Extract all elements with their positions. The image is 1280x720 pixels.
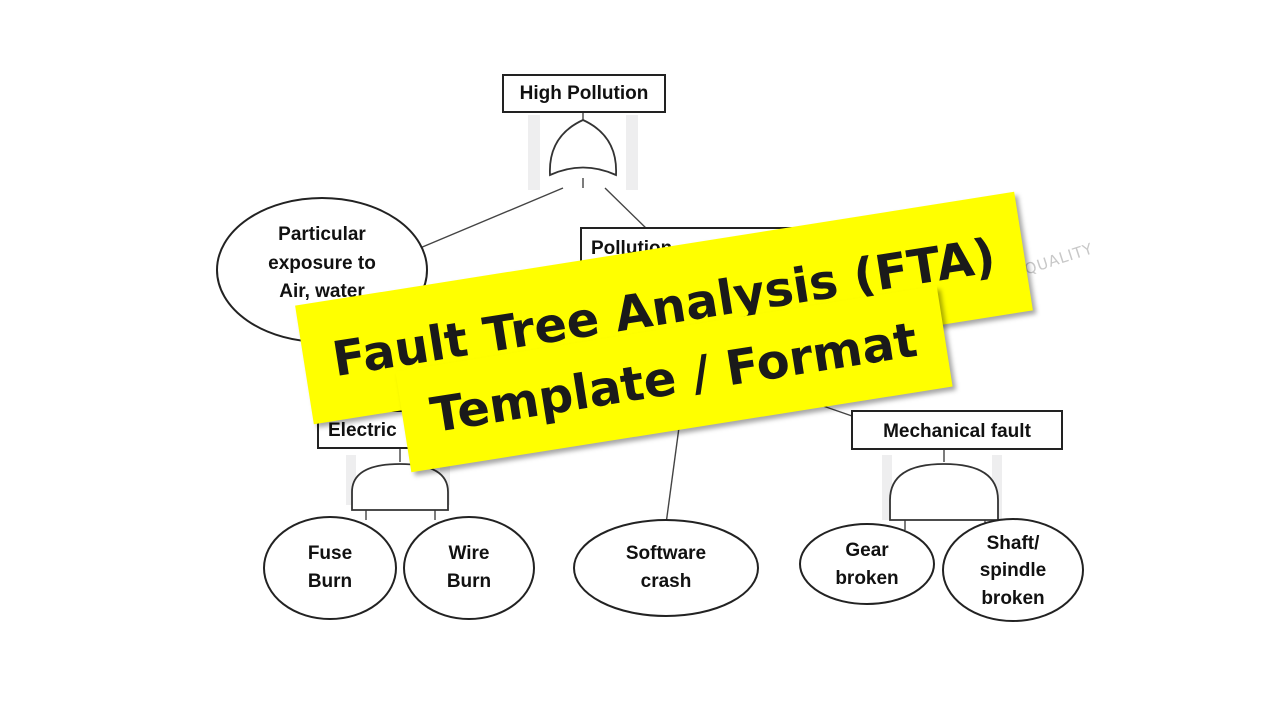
software-line-2: crash	[641, 571, 692, 592]
particular-line-2: exposure to	[268, 253, 376, 274]
gear-line-2: broken	[835, 568, 898, 589]
or-gate-icon	[549, 119, 617, 177]
fuse-burn-node: Fuse Burn	[263, 516, 397, 620]
shaft-line-3: broken	[981, 588, 1044, 609]
top-event-node: High Pollution	[502, 74, 666, 113]
fuse-line-1: Fuse	[308, 543, 352, 564]
wire-line-1: Wire	[448, 543, 489, 564]
shaft-line-2: spindle	[980, 560, 1047, 581]
wire-line-2: Burn	[447, 571, 491, 592]
shaft-broken-node: Shaft/ spindle broken	[942, 518, 1084, 622]
wire-burn-node: Wire Burn	[403, 516, 535, 620]
gear-line-1: Gear	[845, 540, 889, 561]
and-gate-icon	[351, 463, 449, 511]
particular-line-1: Particular	[278, 224, 366, 245]
shaft-line-1: Shaft/	[987, 533, 1041, 554]
fuse-line-2: Burn	[308, 571, 352, 592]
electrical-label: Electric	[328, 420, 397, 441]
top-event-label: High Pollution	[520, 83, 649, 104]
software-line-1: Software	[626, 543, 706, 564]
and-gate-icon	[889, 463, 999, 521]
gear-broken-node: Gear broken	[799, 523, 935, 605]
mechanical-fault-node: Mechanical fault	[851, 410, 1063, 450]
particular-line-3: Air, water	[279, 281, 365, 302]
mechanical-label: Mechanical fault	[883, 421, 1031, 442]
software-crash-node: Software crash	[573, 519, 759, 617]
